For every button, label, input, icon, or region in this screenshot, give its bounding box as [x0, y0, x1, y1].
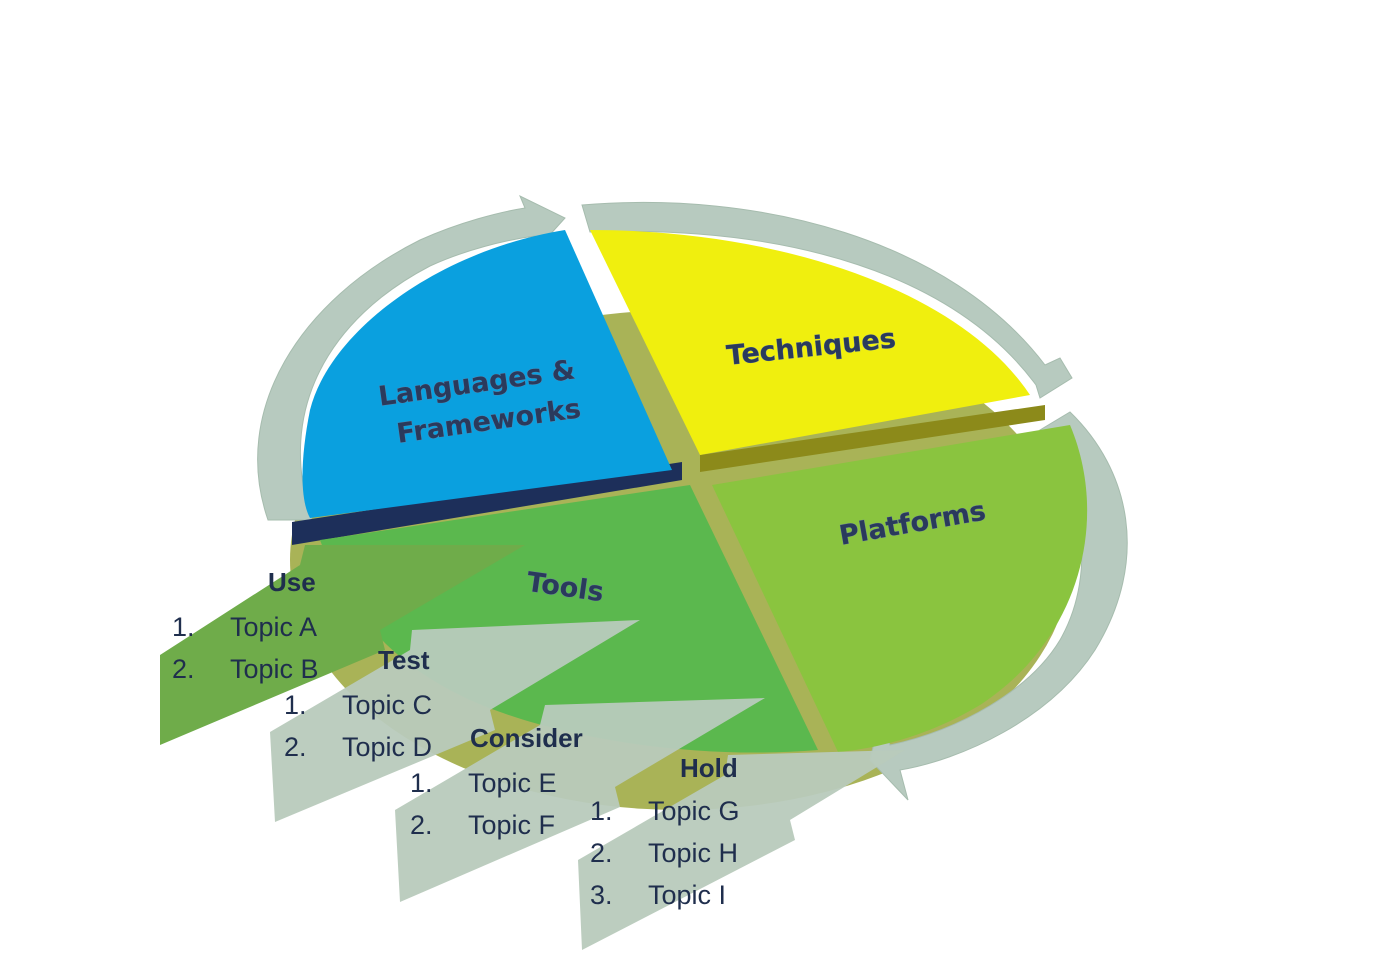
list-item-text: Topic E [468, 768, 557, 798]
ring-list-consider: 1. Topic E 2. Topic F [410, 762, 557, 846]
list-item-text: Topic F [468, 810, 556, 840]
list-item-number: 3. [590, 880, 613, 910]
ring-arrow-top-right [581, 201, 1073, 399]
ring-title-hold: Hold [680, 753, 738, 783]
list-item: 2. Topic F [410, 804, 557, 846]
list-item-text: Topic G [648, 796, 740, 826]
list-item: 1. Topic G [590, 790, 740, 832]
quadrant-side-languages [292, 462, 682, 545]
list-item-text: Topic B [230, 654, 319, 684]
list-item-text: Topic D [342, 732, 433, 762]
list-item: 1. Topic C [284, 684, 432, 726]
band-arrow-consider [395, 698, 765, 902]
ring-arrow-right [869, 411, 1128, 801]
list-item: 2. Topic H [590, 832, 740, 874]
list-item-number: 2. [410, 810, 433, 840]
list-item-text: Topic H [648, 838, 739, 868]
quadrant-side-techniques [700, 405, 1045, 472]
list-item: 1. Topic A [172, 606, 319, 648]
list-item: 2. Topic B [172, 648, 319, 690]
quadrant-techniques [590, 230, 1030, 455]
band-arrow-use [160, 545, 525, 745]
ring-list-use: 1. Topic A 2. Topic B [172, 606, 319, 690]
list-item-number: 1. [590, 796, 613, 826]
ring-title-use: Use [268, 567, 316, 597]
list-item-number: 2. [590, 838, 613, 868]
list-item: 1. Topic E [410, 762, 557, 804]
list-item-text: Topic I [648, 880, 727, 910]
list-item-number: 1. [410, 768, 433, 798]
list-item-number: 2. [172, 654, 195, 684]
quadrant-platforms [712, 425, 1088, 752]
list-item-number: 2. [284, 732, 307, 762]
band-arrow-test [270, 620, 640, 822]
list-item-number: 1. [172, 612, 195, 642]
list-item-number: 1. [284, 690, 307, 720]
band-arrow-hold [578, 750, 905, 950]
ring-title-test: Test [378, 645, 430, 675]
ring-title-consider: Consider [470, 723, 583, 753]
ring-list-test: 1. Topic C 2. Topic D [284, 684, 432, 768]
ring-arrow-left [257, 194, 566, 521]
list-item-text: Topic C [342, 690, 433, 720]
ring-arrows [257, 194, 1128, 801]
list-item: 2. Topic D [284, 726, 432, 768]
ring-list-hold: 1. Topic G 2. Topic H 3. Topic I [590, 790, 740, 916]
list-item-text: Topic A [230, 612, 318, 642]
quadrant-languages [302, 230, 672, 518]
list-item: 3. Topic I [590, 874, 740, 916]
